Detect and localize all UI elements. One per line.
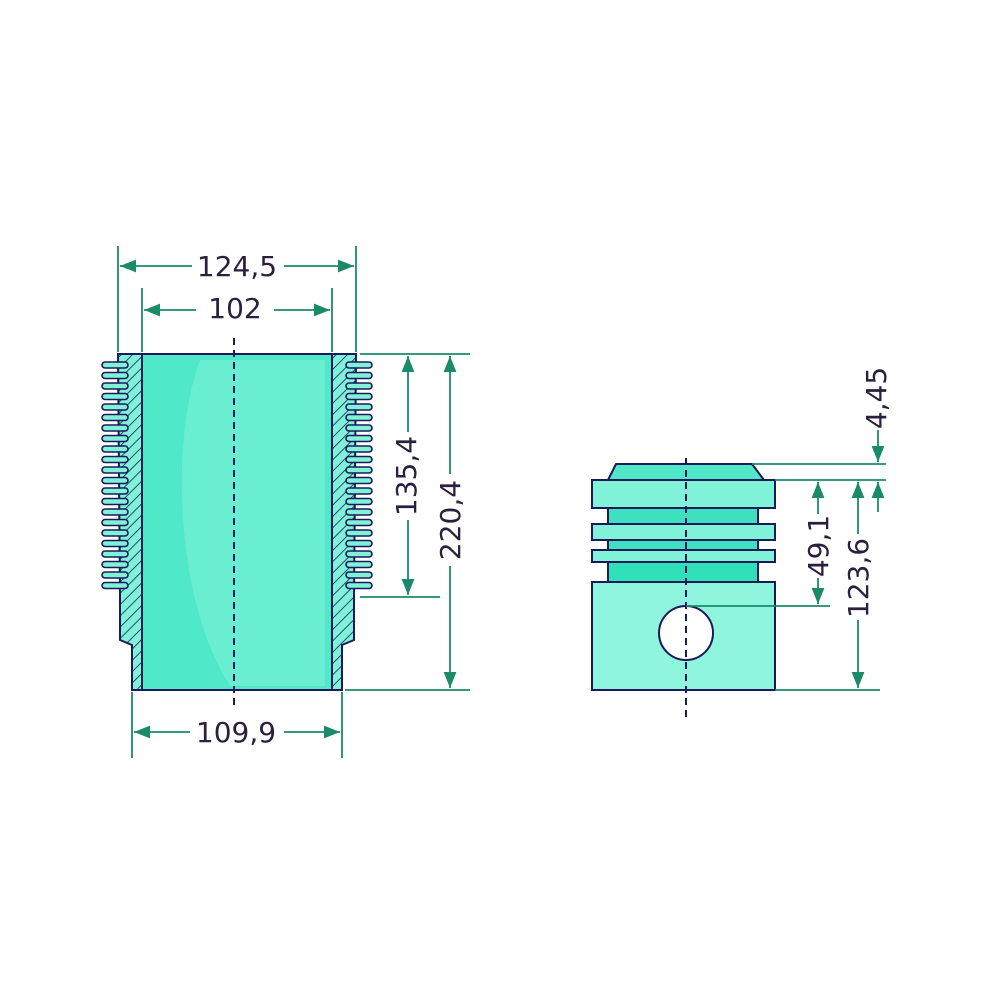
cooling-fin xyxy=(101,560,129,569)
piston-ring-groove xyxy=(607,539,759,551)
cooling-fin xyxy=(345,382,373,390)
cooling-fin xyxy=(345,539,373,548)
cooling-fin xyxy=(101,550,129,558)
cooling-fin xyxy=(345,392,373,401)
piston-ring-land xyxy=(591,549,776,563)
cooling-fin xyxy=(345,508,373,516)
cooling-fin xyxy=(101,487,129,495)
dim-crown-offset: 4,45 xyxy=(860,367,893,429)
cooling-fin xyxy=(345,571,373,579)
cylinder-dimensions xyxy=(117,246,470,758)
cooling-fin xyxy=(101,434,129,443)
piston-drawing xyxy=(591,458,776,718)
cooling-fin xyxy=(345,529,373,537)
dim-piston-total-height: 123,6 xyxy=(842,538,875,618)
cooling-fin xyxy=(101,476,129,485)
cooling-fin xyxy=(101,497,129,506)
dim-spigot-diameter: 109,9 xyxy=(196,716,276,749)
cylinder-drawing xyxy=(101,338,373,705)
cooling-fin xyxy=(101,571,129,579)
dim-finned-height: 135,4 xyxy=(390,436,423,516)
piston-oil-groove xyxy=(607,561,759,583)
cooling-fin xyxy=(101,529,129,537)
piston-ring-land xyxy=(591,523,776,541)
cooling-fin xyxy=(101,424,129,432)
cooling-fin xyxy=(101,392,129,401)
cooling-fin xyxy=(101,581,129,590)
cooling-fin xyxy=(101,518,129,527)
cooling-fin xyxy=(101,455,129,464)
cooling-fin xyxy=(345,434,373,443)
cooling-fin xyxy=(345,361,373,369)
cooling-fin xyxy=(101,508,129,516)
cooling-fin xyxy=(101,445,129,453)
cooling-fin xyxy=(345,466,373,474)
cooling-fin xyxy=(345,413,373,422)
dim-outer-diameter: 124,5 xyxy=(197,250,277,283)
piston-ring-groove xyxy=(607,507,759,525)
cooling-fin xyxy=(101,382,129,390)
cooling-fins-right xyxy=(345,361,373,590)
cooling-fin xyxy=(345,497,373,506)
cooling-fins-left xyxy=(101,361,129,590)
cooling-fin xyxy=(101,466,129,474)
cooling-fin xyxy=(345,560,373,569)
dim-total-height: 220,4 xyxy=(434,480,467,560)
dim-pin-height: 49,1 xyxy=(802,515,835,577)
cooling-fin xyxy=(345,371,373,380)
cooling-fin xyxy=(101,413,129,422)
cylinder-bore-highlight xyxy=(181,360,325,686)
dim-bore-diameter: 102 xyxy=(208,292,261,325)
cooling-fin xyxy=(345,476,373,485)
cooling-fin xyxy=(101,361,129,369)
cooling-fin xyxy=(345,487,373,495)
cooling-fin xyxy=(345,550,373,558)
cooling-fin xyxy=(345,403,373,411)
piston-top-land xyxy=(591,479,776,509)
cooling-fin xyxy=(345,445,373,453)
cooling-fin xyxy=(345,455,373,464)
piston-dimensions xyxy=(686,430,886,691)
cooling-fin xyxy=(101,403,129,411)
cooling-fin xyxy=(345,518,373,527)
cooling-fin xyxy=(101,371,129,380)
cooling-fin xyxy=(345,424,373,432)
cooling-fin xyxy=(345,581,373,590)
cooling-fin xyxy=(101,539,129,548)
